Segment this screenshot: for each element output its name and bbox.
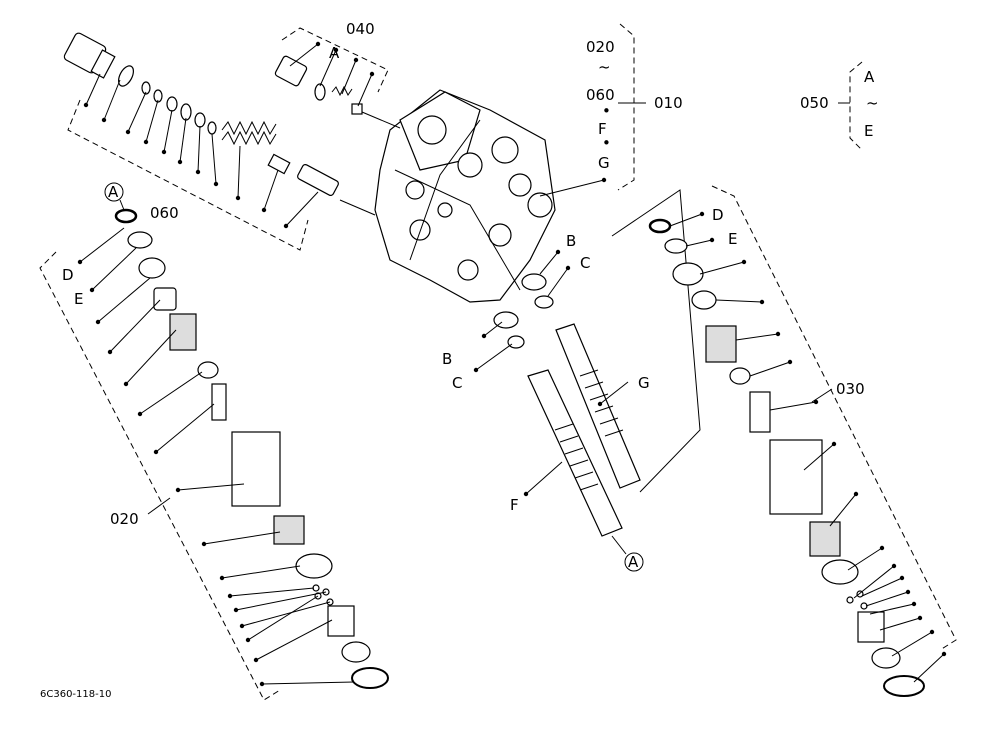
label-dot-sep-1: •	[602, 102, 611, 120]
label-E-050: E	[864, 122, 873, 140]
label-060-group: 060	[586, 86, 615, 104]
circle-A-bottom	[624, 552, 644, 572]
label-F-spool: F	[510, 496, 519, 514]
valve-body	[374, 89, 556, 303]
label-tilde-050: ~	[866, 94, 879, 112]
label-A-040: A	[329, 44, 340, 62]
label-C-lower: C	[452, 374, 462, 392]
spool-F	[527, 369, 623, 537]
spring-060	[221, 120, 277, 146]
label-C-upper: C	[580, 254, 590, 272]
group-060-bracket	[67, 99, 309, 251]
label-D-right: D	[712, 206, 724, 224]
label-dot-sep-2: •	[602, 134, 611, 152]
label-G-spool: G	[638, 374, 650, 392]
label-050: 050	[800, 94, 829, 112]
label-040: 040	[346, 20, 375, 38]
relief-valve-060-parts	[63, 32, 376, 216]
drawing-code: 6C360-118-10	[40, 689, 111, 700]
right-030-parts	[648, 218, 925, 697]
group-020-bracket	[39, 251, 281, 701]
spool-G	[555, 323, 641, 489]
group-050-bracket	[849, 61, 863, 151]
group-010-bracket	[617, 23, 635, 191]
label-A-left-circle: A	[108, 183, 119, 201]
circle-A-left	[104, 182, 124, 202]
label-tilde-top: ~	[598, 58, 611, 76]
label-D-left: D	[62, 266, 74, 284]
label-020-left: 020	[110, 510, 139, 528]
left-020-parts	[114, 208, 389, 689]
label-A-bottom-circle: A	[628, 553, 639, 571]
label-B-lower: B	[442, 350, 452, 368]
plug-040-parts	[274, 55, 401, 129]
label-B-upper: B	[566, 232, 576, 250]
group-040-bracket	[281, 27, 389, 93]
label-F-group: F	[598, 120, 607, 138]
label-030: 030	[836, 380, 865, 398]
label-010: 010	[654, 94, 683, 112]
label-G-group: G	[598, 154, 610, 172]
label-E-left: E	[74, 290, 83, 308]
label-060: 060	[150, 204, 179, 222]
group-030-bracket	[711, 185, 957, 651]
label-E-right: E	[728, 230, 737, 248]
label-020-top: 020	[586, 38, 615, 56]
spool-group-box	[611, 189, 701, 493]
label-A-050: A	[864, 68, 875, 86]
leader-lines	[77, 41, 947, 687]
